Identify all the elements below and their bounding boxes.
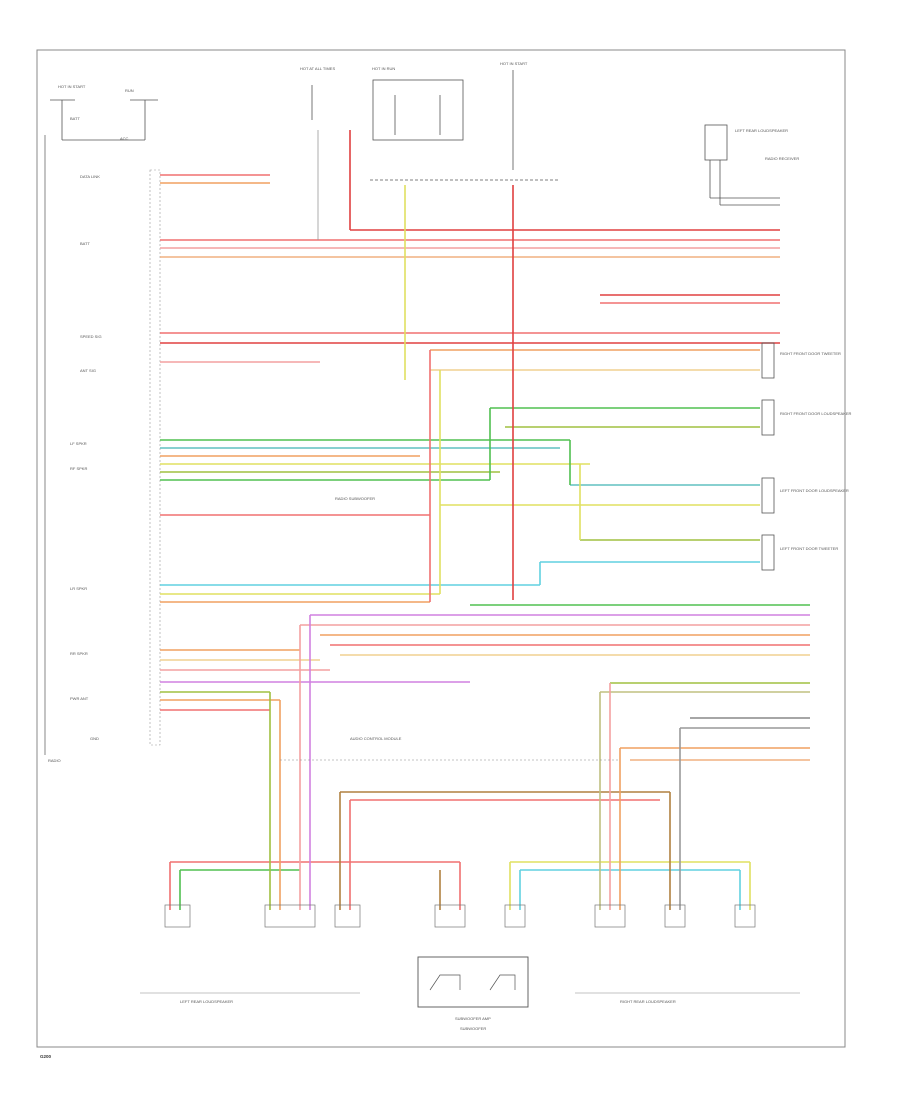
label-batt: BATT bbox=[70, 116, 80, 121]
top-center-relay bbox=[311, 70, 560, 181]
left-label-9: GND bbox=[90, 736, 99, 741]
label-left-rear-loudspeaker: LEFT REAR LOUDSPEAKER bbox=[180, 999, 233, 1004]
left-label-0: DATA LINK bbox=[80, 174, 100, 179]
left-label-2: SPEED SIG bbox=[80, 334, 102, 339]
radio-connector bbox=[149, 169, 161, 746]
label-subwoofer: SUBWOOFER bbox=[460, 1026, 486, 1031]
diagram-frame bbox=[36, 49, 846, 1048]
label-audio-control: AUDIO CONTROL MODULE bbox=[350, 736, 402, 741]
label-radio: RADIO bbox=[48, 758, 61, 763]
label-lf-tweeter: LEFT FRONT DOOR TWEETER bbox=[780, 546, 838, 551]
label-lf-loudspeaker: LEFT FRONT DOOR LOUDSPEAKER bbox=[780, 488, 849, 493]
left-label-4: LF SPKR bbox=[70, 441, 87, 446]
vertical-wires bbox=[169, 130, 751, 910]
label-hot-in-run: HOT IN RUN bbox=[372, 66, 395, 71]
label-run: RUN bbox=[125, 88, 134, 93]
left-label-7: RR SPKR bbox=[70, 651, 88, 656]
subwoofer-amp-box bbox=[417, 956, 529, 1008]
label-right-rear-loudspeaker: RIGHT REAR LOUDSPEAKER bbox=[620, 999, 676, 1004]
label-rf-tweeter: RIGHT FRONT DOOR TWEETER bbox=[780, 351, 841, 356]
left-label-6: LR SPKR bbox=[70, 586, 87, 591]
left-label-5: RF SPKR bbox=[70, 466, 87, 471]
label-acc: ACC bbox=[120, 136, 129, 141]
label-hot-in-start-2: HOT IN START bbox=[500, 61, 528, 66]
label-radio-receiver: RADIO RECEIVER bbox=[765, 156, 799, 161]
amp-internal bbox=[429, 974, 516, 991]
right-speakers bbox=[761, 342, 775, 571]
top-left-switch bbox=[50, 99, 158, 141]
label-rf-loudspeaker: RIGHT FRONT DOOR LOUDSPEAKER bbox=[780, 411, 852, 416]
label-radio-subwoofer: RADIO SUBWOOFER bbox=[335, 496, 375, 501]
corner-label: G200 bbox=[40, 1054, 52, 1059]
left-label-8: PWR ANT bbox=[70, 696, 89, 701]
left-label-3: ANT SIG bbox=[80, 368, 96, 373]
color-wires bbox=[160, 174, 810, 871]
label-hot-in-start: HOT IN START bbox=[58, 84, 86, 89]
label-subwoofer-amp: SUBWOOFER AMP bbox=[455, 1016, 491, 1021]
top-right-component bbox=[704, 124, 780, 206]
bottom-connectors bbox=[164, 904, 756, 928]
left-label-1: BATT bbox=[80, 241, 90, 246]
label-left-rear-top: LEFT REAR LOUDSPEAKER bbox=[735, 128, 788, 133]
label-hot-at-all-times: HOT AT ALL TIMES bbox=[300, 66, 335, 71]
